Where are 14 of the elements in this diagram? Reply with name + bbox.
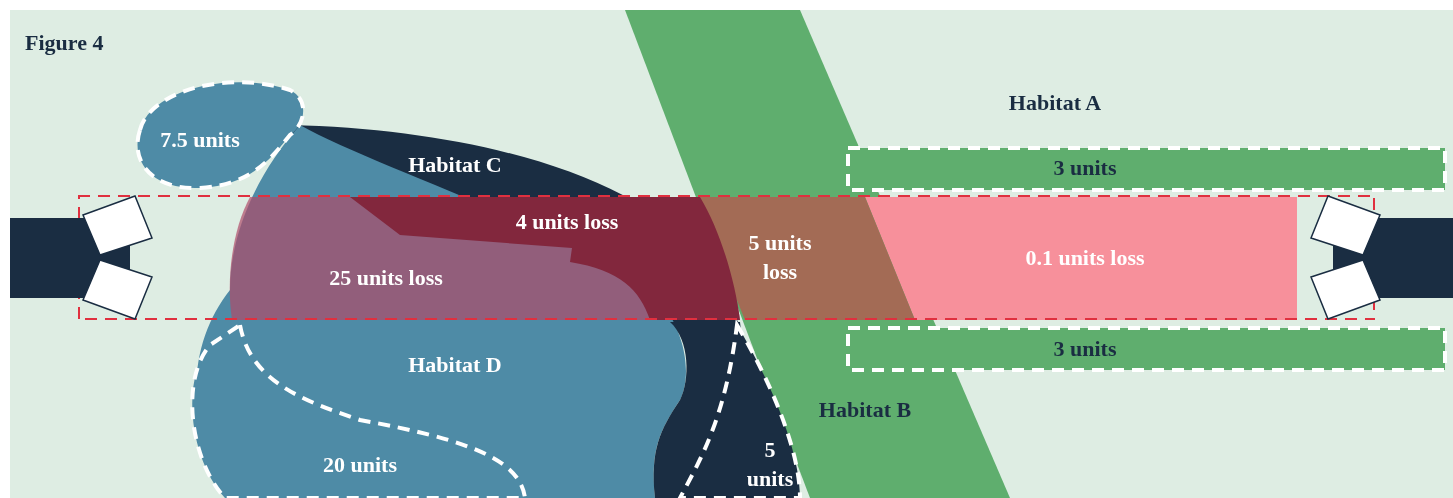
- region-label: 0.1 units loss: [1025, 243, 1145, 272]
- region-label: 3 units: [1053, 334, 1117, 363]
- region-label: 7.5 units: [160, 125, 240, 154]
- figure-title: Figure 4: [25, 30, 104, 56]
- region-label: 5 units: [745, 436, 795, 493]
- region-label: 5 units loss: [747, 229, 813, 286]
- region-label: 4 units loss: [515, 207, 619, 236]
- region-label: 3 units: [1053, 153, 1117, 182]
- region-label: Habitat D: [408, 350, 502, 379]
- region-label: 20 units: [323, 450, 397, 479]
- region-label: Habitat B: [818, 395, 912, 424]
- habitat-label: Habitat A: [1008, 90, 1102, 116]
- region-label: 25 units loss: [329, 263, 443, 292]
- region-label: Habitat C: [408, 150, 502, 179]
